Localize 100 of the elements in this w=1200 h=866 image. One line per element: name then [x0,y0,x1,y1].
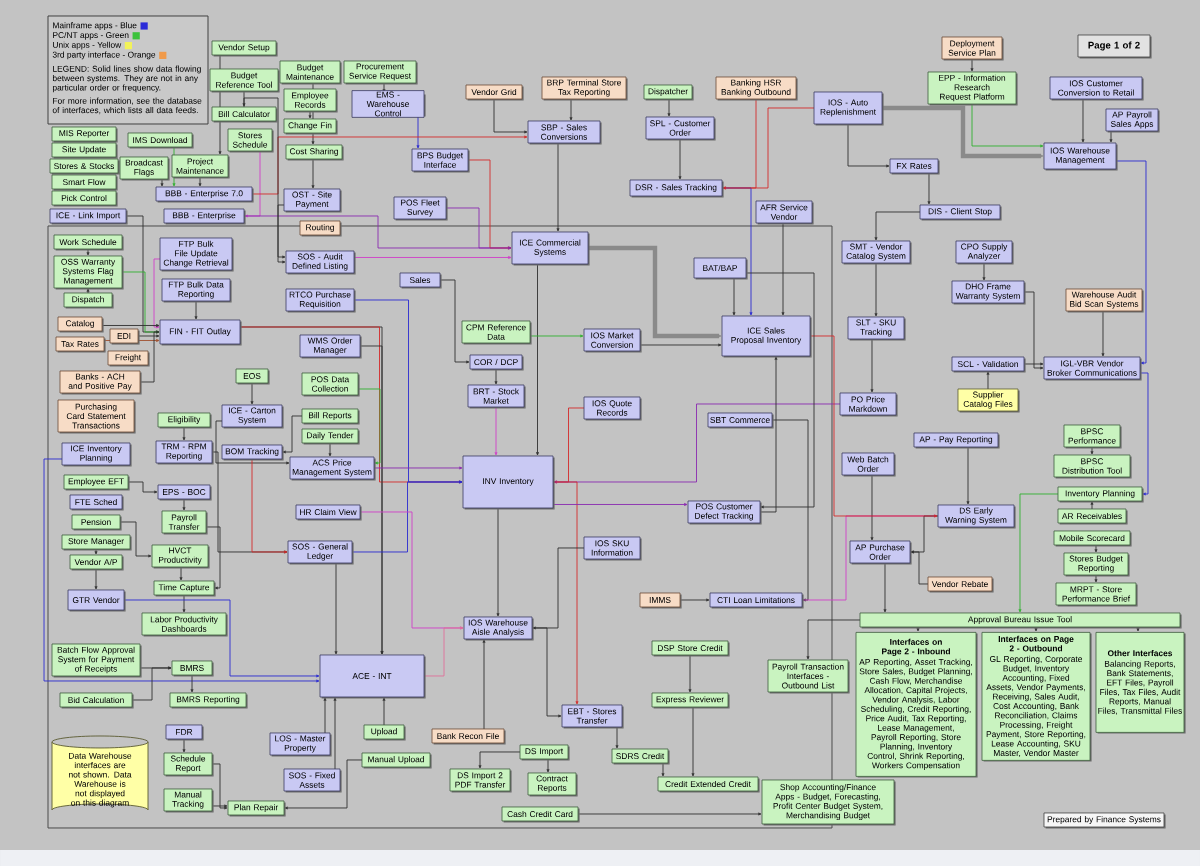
arrow [205,526,221,590]
arrow [982,262,986,281]
arrow [874,211,921,241]
arrow [639,343,722,347]
arrow [86,248,90,256]
arrow [382,697,386,726]
arrow [182,426,186,441]
arrow [536,263,539,456]
arrow [493,98,528,134]
arrow [556,142,560,232]
arrow [661,762,665,777]
arrow [870,338,874,393]
arrow [1023,291,1044,370]
arrow [927,172,931,205]
arrow [182,498,186,511]
arrow [445,207,512,250]
arrow [1109,130,1113,143]
arrow [182,738,186,753]
arrow [494,406,498,456]
arrow [382,82,386,93]
arrow [373,466,463,470]
arrow [334,562,338,655]
arrow [353,256,512,259]
arrow [986,371,990,390]
arrow [494,368,498,385]
arrow [1081,98,1085,143]
arrow [970,58,974,72]
arrow [127,481,158,494]
arrow [529,334,584,338]
arrow [215,420,290,465]
arrow [745,272,815,509]
arrow [94,548,98,555]
arrow [546,758,550,773]
arrow [86,288,90,294]
arrow [759,356,778,513]
arrow [308,110,312,119]
arrow [1094,574,1098,583]
arrow [328,442,332,457]
arrow [179,566,183,581]
arrow [577,812,762,816]
arrow [531,627,562,718]
arrow [691,706,695,777]
arrow [1101,310,1105,357]
arrow [1023,362,1044,366]
arrow [1090,501,1094,510]
arrow [478,751,521,769]
arrow [311,158,315,189]
arrow [874,262,878,317]
arrow [139,330,160,383]
arrow [333,697,337,770]
arrow [1018,493,1059,613]
arrow [190,674,194,693]
arrow [870,474,874,541]
arrow [532,547,585,630]
arrow [351,480,463,553]
arrow [211,763,228,810]
arrow [679,598,710,602]
arrow [496,507,500,617]
arrow [781,222,785,316]
arrow [806,619,861,660]
arrow [667,98,671,117]
arrow [482,639,486,730]
arrow [439,279,470,364]
arrow [688,654,692,693]
arrow [131,666,172,701]
arrow [211,804,228,808]
arrow [722,107,815,190]
arrow [43,458,320,683]
arrow [323,697,327,734]
arrow [1139,372,1149,496]
arrow [771,419,809,602]
arrow [123,599,320,678]
arrow [971,103,1044,148]
arrow [423,626,464,677]
arrow [588,245,722,339]
arrow [552,481,579,705]
arrow [615,726,619,749]
arrow [882,105,1044,159]
arrow [194,300,198,320]
arrow [1090,446,1094,455]
arrow [883,562,887,613]
arrow [250,382,254,405]
arrow [160,178,164,187]
arrow [251,458,288,554]
arrow [359,345,384,655]
arrow [282,415,303,454]
arrow [101,324,160,327]
arrow [103,339,160,342]
arrow [416,114,420,149]
arrow [847,123,890,168]
arrow [910,550,929,585]
arrow [552,503,688,506]
arrow [569,98,573,121]
arrow [1094,544,1098,553]
arrow [809,335,938,518]
arrow [678,138,682,180]
arrow [153,258,161,329]
arrow [94,568,98,590]
arrow [966,446,970,505]
arrow [357,388,381,465]
